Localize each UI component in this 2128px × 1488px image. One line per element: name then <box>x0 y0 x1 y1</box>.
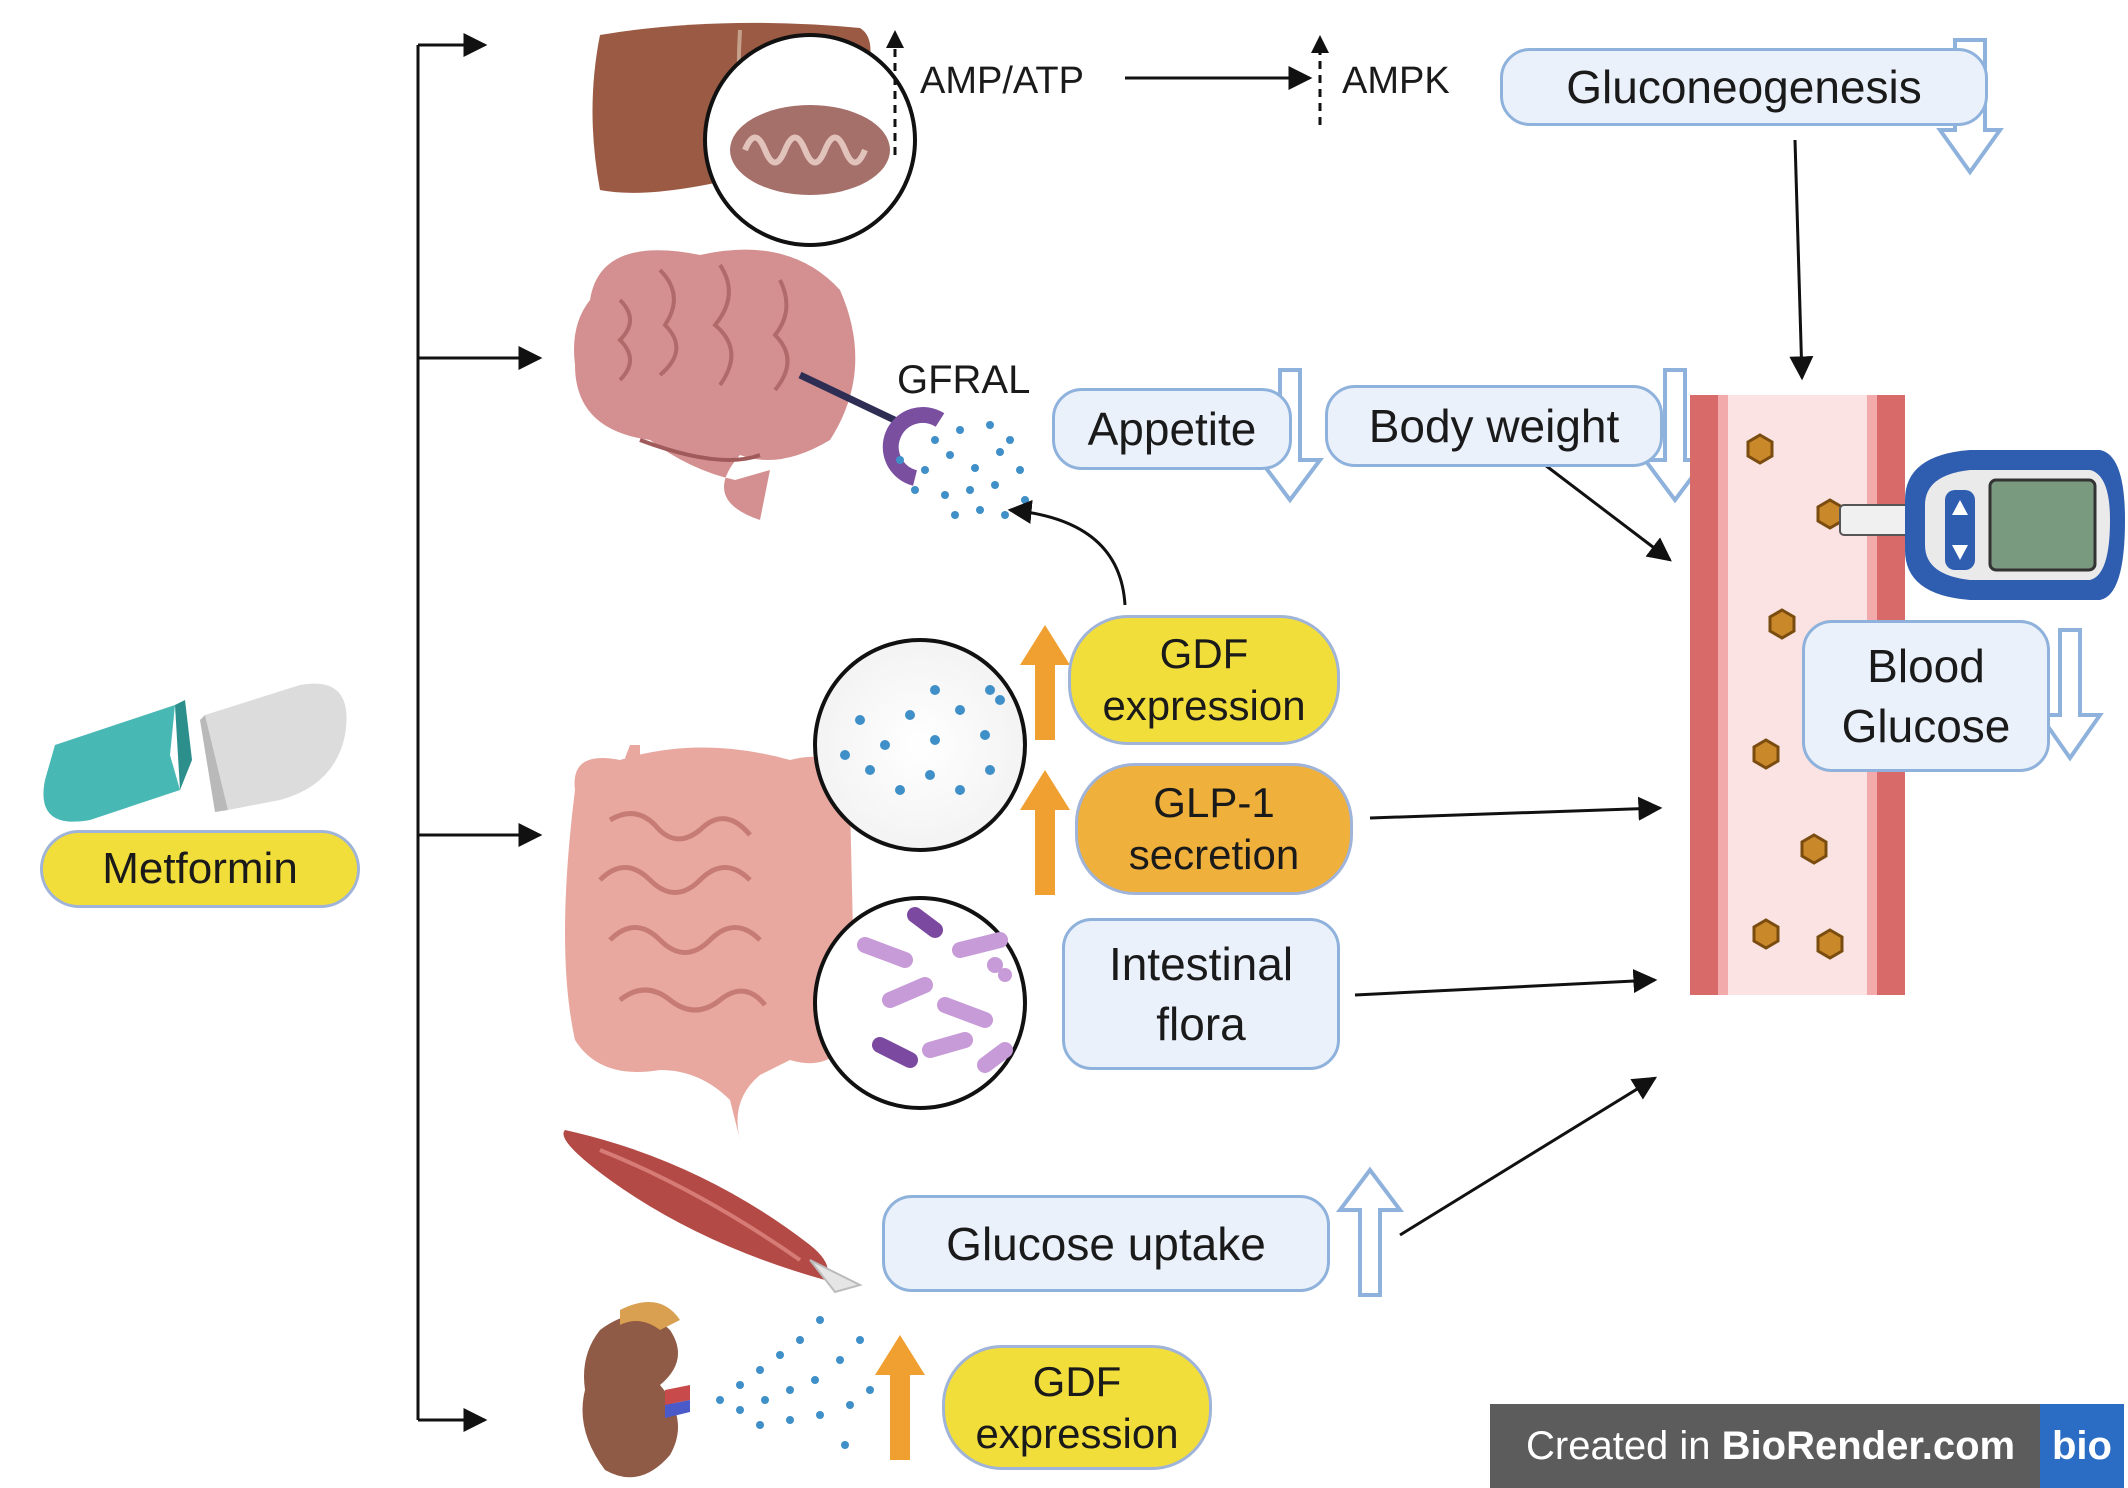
body-weight-to-blood-arrow <box>1544 463 1672 562</box>
flora-zoom-circle <box>813 896 1027 1110</box>
body-weight-box: Body weight <box>1325 385 1663 467</box>
glucose-uptake-to-blood-arrow <box>1399 1076 1658 1237</box>
gluconeogenesis-to-blood-arrow <box>1789 139 1814 381</box>
flora-to-blood-arrow <box>1354 969 1658 997</box>
glucose-uptake-box: Glucose uptake <box>882 1195 1330 1292</box>
gfral-receptor-icon <box>882 406 945 486</box>
glucose-uptake-up-arrow <box>1336 1166 1404 1297</box>
gluconeogenesis-box: Gluconeogenesis <box>1500 48 1988 126</box>
amp-atp-up-arrow <box>886 30 904 155</box>
gdf-expression-intestine-box: GDF expression <box>1068 615 1340 745</box>
gfral-stalk <box>798 371 907 429</box>
gdf-to-brain-arrow <box>1007 500 1127 606</box>
biorender-credit[interactable]: Created in BioRender.com bio <box>1490 1404 2124 1488</box>
blood-glucose-box: Blood Glucose <box>1802 620 2050 772</box>
blood-glucose-down-arrow <box>2036 628 2104 762</box>
gfral-label: GFRAL <box>897 358 1031 402</box>
appetite-box: Appetite <box>1052 388 1292 470</box>
intestine-icon <box>565 745 855 1140</box>
gdf-expression-kidney-box: GDF expression <box>942 1345 1212 1470</box>
metformin-branch-lines <box>416 33 543 1432</box>
muscle-icon <box>563 1130 863 1294</box>
intestinal-flora-box: Intestinal flora <box>1062 918 1340 1070</box>
glp1-secretion-box: GLP-1 secretion <box>1075 763 1353 895</box>
gdf-up-arrow-kidney <box>875 1335 925 1460</box>
gdf-up-arrow-intestine <box>1020 625 1070 740</box>
gdf-particles-kidney <box>716 1316 874 1449</box>
glp1-to-blood-arrow <box>1369 796 1663 821</box>
ampk-up-arrow <box>1311 35 1329 125</box>
mitochondria-zoom-icon <box>703 33 917 247</box>
kidney-icon <box>582 1302 690 1478</box>
metformin-label: Metformin <box>40 830 360 908</box>
brain-icon <box>574 249 856 520</box>
glp1-up-arrow <box>1020 770 1070 895</box>
credit-text: Created in BioRender.com <box>1526 1423 2016 1468</box>
amp-atp-label: AMP/ATP <box>920 60 1084 102</box>
ampk-label: AMPK <box>1342 60 1450 102</box>
gdf-zoom-circle <box>813 638 1027 852</box>
biorender-logo-icon: bio <box>2040 1404 2124 1488</box>
glucometer-icon <box>1839 450 2125 600</box>
metformin-capsule-icon <box>43 683 347 822</box>
